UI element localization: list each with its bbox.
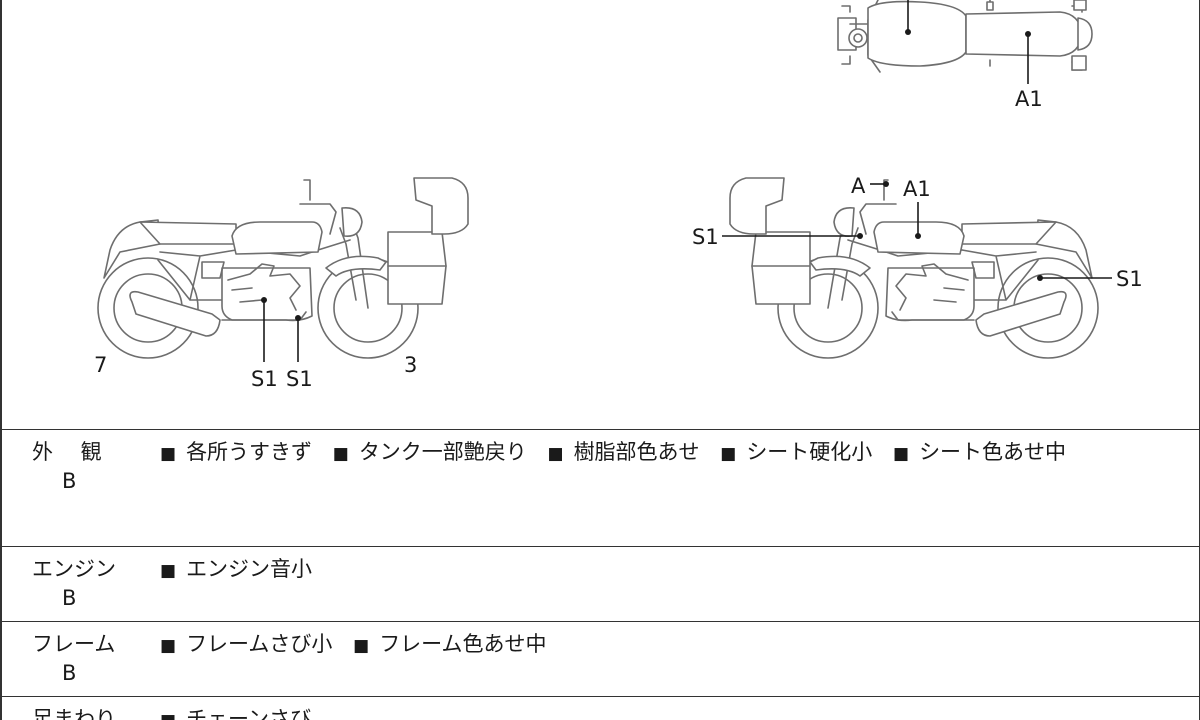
section-items: ■ フレームさび小 ■ フレーム色あせ中 — [160, 630, 561, 661]
bullet-square-icon: ■ — [160, 444, 177, 464]
left-view-label-s1-a: S1 — [251, 367, 278, 391]
top-view-label-a1: A1 — [1015, 87, 1043, 111]
frame-left-border — [0, 0, 2, 720]
bullet-square-icon: ■ — [160, 636, 177, 656]
top-view-motorcycle — [837, 0, 1093, 73]
right-view-label-s1-left: S1 — [692, 225, 719, 249]
condition-text: エンジン音小 — [186, 557, 313, 581]
condition-text: シート色あせ中 — [919, 440, 1067, 464]
condition-text: 樹脂部色あせ — [573, 440, 700, 464]
condition-item: ■ フレームさび小 — [160, 632, 332, 656]
bullet-square-icon: ■ — [160, 711, 176, 720]
left-view-label-s1-b: S1 — [286, 367, 313, 391]
section-name: 足まわり — [32, 707, 116, 720]
section-row-engine: エンジン B ■ エンジン音小 — [0, 546, 1200, 622]
condition-text: タンク一部艶戻り — [358, 440, 527, 464]
section-category: 足まわり — [32, 705, 116, 720]
left-view-label-3: 3 — [404, 353, 417, 377]
condition-text: フレーム色あせ中 — [379, 632, 547, 656]
condition-text: フレームさび小 — [186, 632, 333, 656]
right-view-label-a: A — [851, 174, 866, 198]
condition-text: チェーンさび — [186, 707, 312, 720]
condition-item: ■ シート色あせ中 — [893, 440, 1066, 464]
section-name: 外 観 — [32, 440, 102, 464]
condition-item: ■ エンジン音小 — [160, 557, 312, 581]
right-view-label-s1-right: S1 — [1116, 267, 1143, 291]
section-items: ■ チェーンさび — [160, 705, 325, 720]
bullet-square-icon: ■ — [160, 561, 177, 581]
section-row-suspension: 足まわり ■ チェーンさび — [0, 696, 1200, 720]
left-view-label-7: 7 — [94, 353, 107, 377]
bullet-square-icon: ■ — [720, 444, 737, 464]
motorcycle-damage-diagram: A1 — [94, 0, 1143, 391]
bullet-square-icon: ■ — [893, 444, 910, 464]
left-side-view-motorcycle — [97, 177, 469, 359]
section-items: ■ エンジン音小 — [160, 555, 326, 586]
section-grade: B — [62, 661, 77, 685]
section-name: フレーム — [32, 632, 116, 656]
section-grade: B — [62, 586, 77, 610]
condition-item: ■ 樹脂部色あせ — [548, 440, 700, 464]
section-category: エンジン B — [32, 555, 116, 613]
section-items: ■ 各所うすきず ■ タンク一部艶戻り ■ 樹脂部色あせ ■ シート硬化小 ■ シート色あ… — [160, 438, 1080, 469]
frame-right-border — [1198, 0, 1200, 720]
condition-item: ■ シート硬化小 — [720, 440, 872, 464]
section-category: 外 観 B — [32, 438, 102, 496]
condition-item: ■ タンク一部艶戻り — [333, 440, 527, 464]
bullet-square-icon: ■ — [332, 444, 349, 464]
right-side-view-motorcycle — [729, 177, 1099, 359]
condition-item: ■ 各所うすきず — [160, 440, 312, 464]
bullet-square-icon: ■ — [353, 636, 370, 656]
section-category: フレーム B — [32, 630, 115, 688]
condition-item: ■ チェーンさび — [160, 707, 311, 720]
section-grade: B — [62, 469, 77, 493]
section-row-frame: フレーム B ■ フレームさび小 ■ フレーム色あせ中 — [0, 621, 1200, 697]
condition-text: 各所うすきず — [186, 440, 313, 464]
condition-text: シート硬化小 — [746, 440, 873, 464]
section-name: エンジン — [32, 557, 116, 581]
right-view-label-a1: A1 — [903, 177, 931, 201]
section-row-exterior: 外 観 B ■ 各所うすきず ■ タンク一部艶戻り ■ 樹脂部色あせ ■ シート硬化小 … — [0, 429, 1200, 547]
condition-item: ■ フレーム色あせ中 — [353, 632, 546, 656]
bullet-square-icon: ■ — [547, 444, 564, 464]
